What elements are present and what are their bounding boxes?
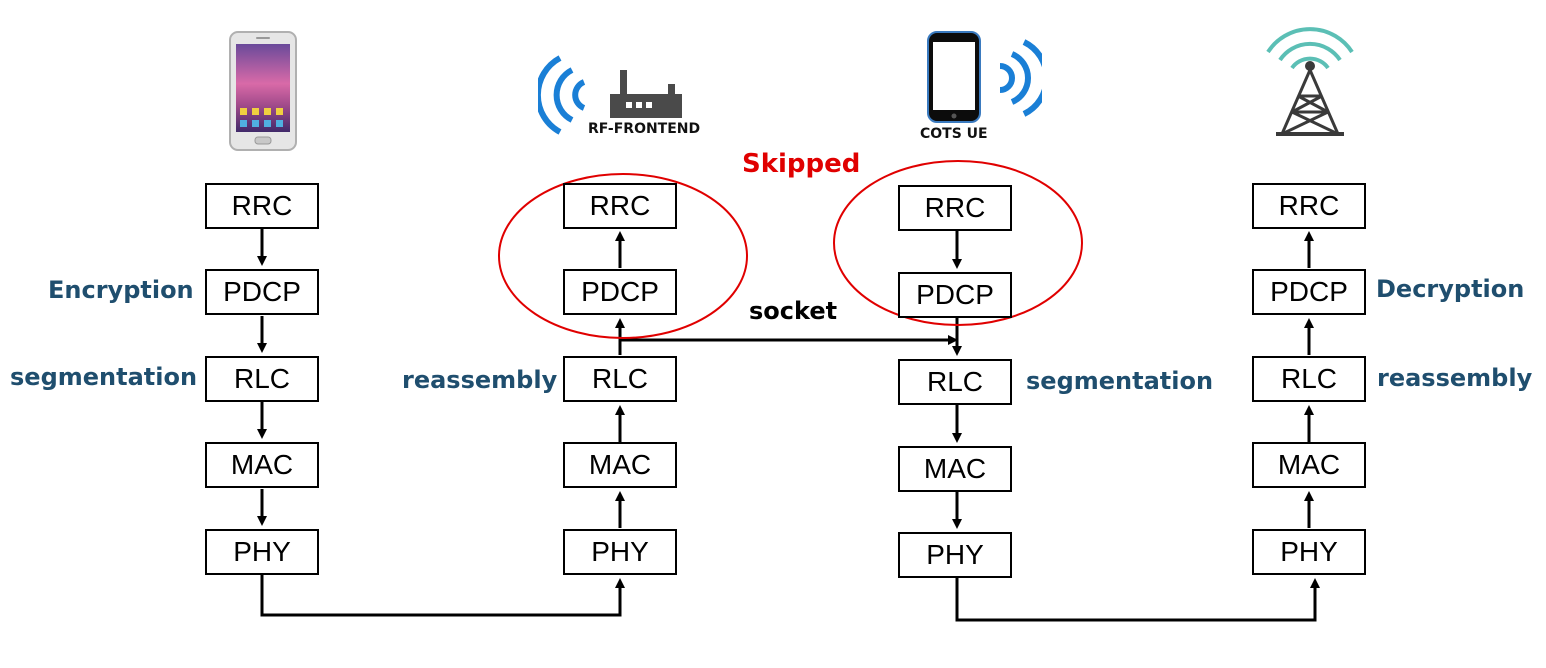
left-ue-pdcp-box: PDCP xyxy=(205,269,319,315)
socket-link xyxy=(618,335,958,345)
cots-ue-caption: COTS UE xyxy=(920,126,988,142)
left-ue-phy-box: PHY xyxy=(205,529,319,575)
air-link-cots-to-bs xyxy=(955,578,1320,622)
cots-phy-box: PHY xyxy=(898,532,1012,578)
tower-icon xyxy=(1266,27,1354,136)
rf-rlc-box: RLC xyxy=(563,356,677,402)
wifi-signal-icon xyxy=(538,55,586,135)
air-link-ue-to-rf xyxy=(260,575,625,617)
rf-phy-box: PHY xyxy=(563,529,677,575)
rf-frontend-caption: RF-FRONTEND xyxy=(588,121,701,137)
reassembly-rf-label: reassembly xyxy=(402,366,558,394)
bs-rrc-box: RRC xyxy=(1252,183,1366,229)
skipped-ellipse-cots xyxy=(833,160,1083,326)
bs-phy-box: PHY xyxy=(1252,529,1366,575)
decryption-label: Decryption xyxy=(1376,275,1525,303)
encryption-label: Encryption xyxy=(48,276,194,304)
left-ue-rrc-box: RRC xyxy=(205,183,319,229)
phone-icon xyxy=(927,31,981,123)
cots-rrc-box: RRC xyxy=(898,185,1012,231)
segmentation-left-label: segmentation xyxy=(10,363,198,391)
rf-pdcp-box: PDCP xyxy=(563,269,677,315)
rf-mac-box: MAC xyxy=(563,442,677,488)
bs-pdcp-box: PDCP xyxy=(1252,269,1366,315)
bs-rlc-box: RLC xyxy=(1252,356,1366,402)
skipped-label: Skipped xyxy=(742,149,861,179)
cots-mac-box: MAC xyxy=(898,446,1012,492)
left-ue-mac-box: MAC xyxy=(205,442,319,488)
wifi-signal-icon xyxy=(999,39,1042,117)
router-icon xyxy=(610,70,682,118)
cots-pdcp-box: PDCP xyxy=(898,272,1012,318)
skipped-ellipse-rf xyxy=(498,173,748,339)
left-ue-rlc-box: RLC xyxy=(205,356,319,402)
rf-rrc-box: RRC xyxy=(563,183,677,229)
bs-mac-box: MAC xyxy=(1252,442,1366,488)
smartphone-icon xyxy=(229,31,297,151)
cots-rlc-box: RLC xyxy=(898,359,1012,405)
segmentation-cots-label: segmentation xyxy=(1026,367,1214,395)
socket-label: socket xyxy=(749,297,838,325)
reassembly-bs-label: reassembly xyxy=(1377,364,1533,392)
